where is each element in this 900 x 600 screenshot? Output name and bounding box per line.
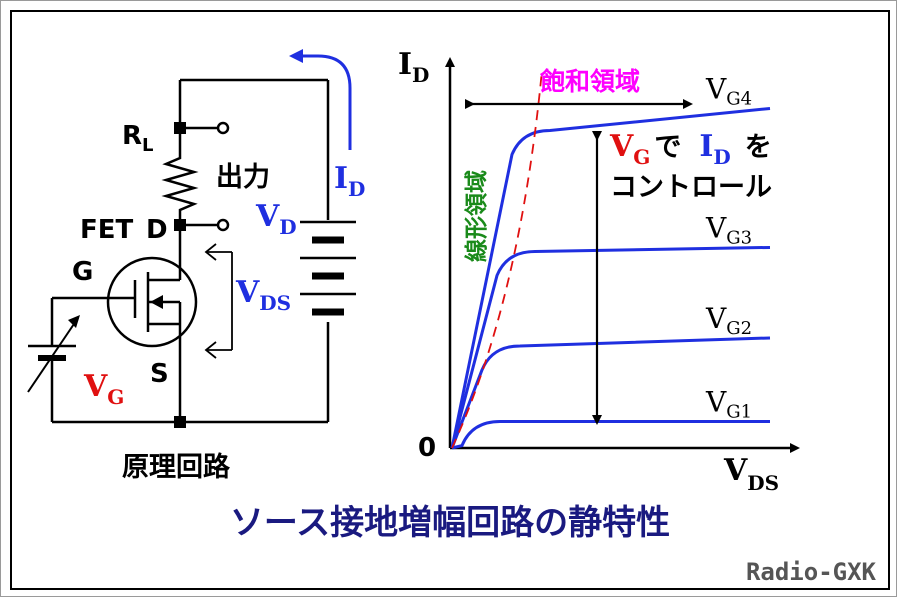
inner-frame (10, 10, 890, 590)
credit-label: Radio-GXK (746, 558, 877, 586)
vds-label: VDS (235, 275, 291, 315)
id-label: ID (334, 161, 365, 201)
page-title: ソース接地増幅回路の静特性 (230, 503, 670, 543)
id-current-arrow (289, 49, 352, 150)
vd-label: VD (255, 199, 297, 239)
series-label-vg3: VG3 (705, 211, 752, 248)
terminal-out-d (216, 218, 230, 232)
d-label: D (146, 215, 168, 245)
vg-battery (27, 317, 79, 393)
vd-battery (300, 220, 356, 316)
series-label-vg1: VG1 (705, 386, 752, 423)
vg-label: VG (83, 369, 124, 409)
circuit (50, 78, 330, 424)
fet-label: FET (80, 215, 134, 245)
junction-dot-drain (174, 219, 186, 231)
output-label: 出力 (216, 162, 270, 193)
saturation-label: 飽和領域 (540, 67, 640, 96)
series-label-vg4: VG4 (705, 72, 752, 109)
vds-bracket (204, 243, 233, 359)
linear-label: 線形領域 (463, 170, 490, 262)
control-text-line2: コントロール (610, 172, 772, 203)
x-axis-label: VDS (723, 453, 779, 495)
curve-vg4 (450, 106, 771, 449)
resistor-rl (161, 150, 199, 225)
saturation-boundary-line (451, 69, 543, 449)
curve-vg2 (450, 336, 771, 449)
fet-circle (106, 256, 198, 348)
g-label: G (72, 257, 93, 287)
rl-label: RL (122, 121, 154, 156)
circuit-caption: 原理回路 (122, 451, 231, 483)
terminal-out-top (216, 121, 230, 135)
curve-vg1 (451, 420, 770, 450)
junction-dot-top (174, 122, 186, 134)
fet-symbol (106, 256, 198, 348)
fet-arrow-icon (150, 295, 163, 309)
junction-dot-source (174, 416, 186, 428)
curve-vg3 (450, 245, 771, 449)
y-axis-label: ID (398, 47, 429, 87)
series-label-vg2: VG2 (705, 302, 752, 339)
vg-variable-arrow-icon (68, 315, 80, 328)
s-label: S (150, 359, 169, 389)
origin-label: 0 (418, 433, 436, 463)
